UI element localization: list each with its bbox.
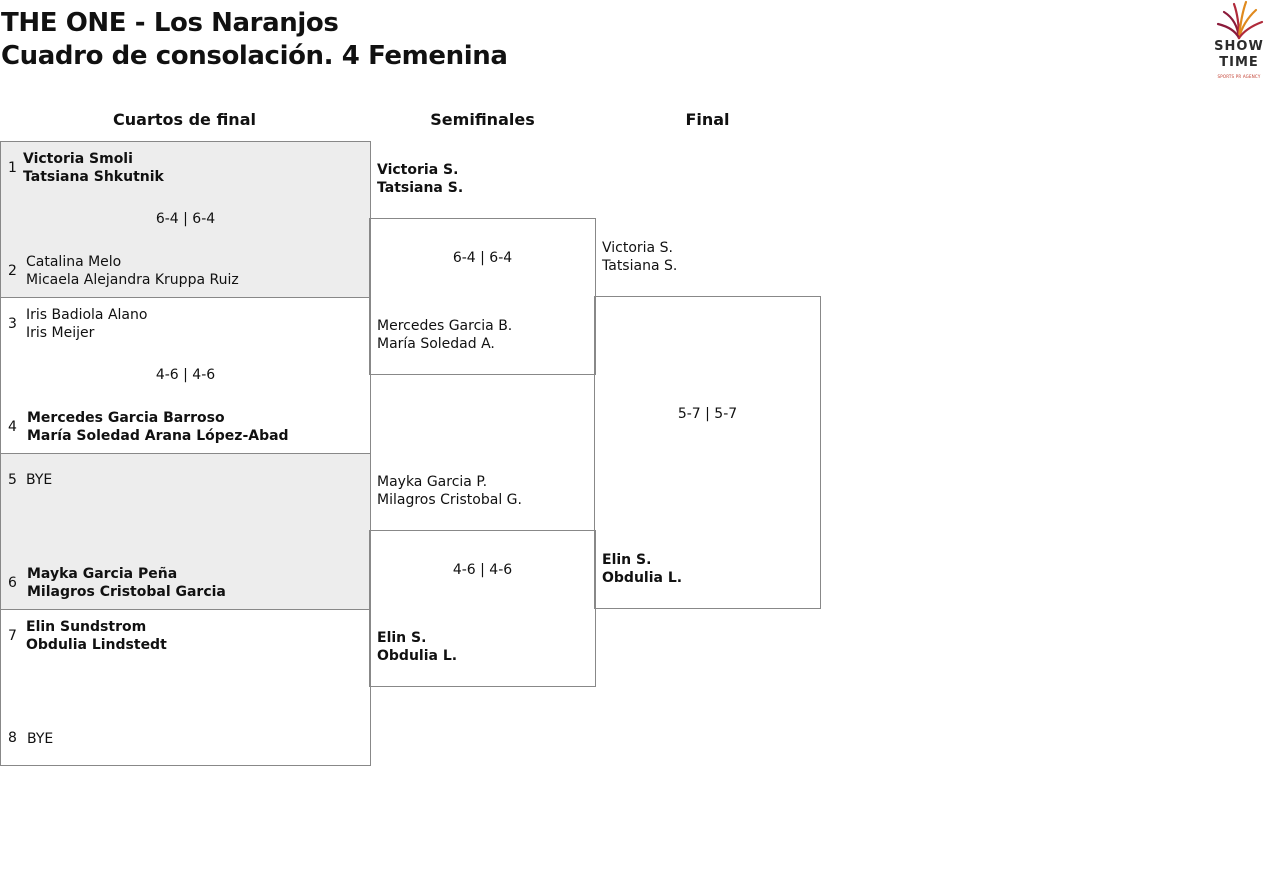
logo-word-time: TIME — [1219, 55, 1259, 70]
semifinal-entry: Mayka Garcia P. Milagros Cristobal G. — [377, 473, 522, 509]
seed-number: 3 — [8, 316, 17, 332]
final-match: 5-7 | 5-7 Elin S. Obdulia L. — [594, 296, 821, 609]
semifinal-match-2: 4-6 | 4-6 Elin S. Obdulia L. — [369, 530, 596, 687]
player-name: Elin Sundstrom — [26, 619, 147, 635]
match-score: 4-6 | 4-6 — [452, 562, 513, 578]
team-entry: BYE — [27, 730, 53, 748]
player-name: Milagros Cristobal Garcia — [27, 584, 226, 600]
player-name: Obdulia L. — [377, 648, 458, 664]
player-name: BYE — [27, 731, 54, 747]
seed-number: 8 — [8, 730, 17, 746]
team-entry: BYE — [26, 471, 52, 489]
team-entry: Iris Badiola Alano Iris Meijer — [26, 306, 147, 342]
quarterfinal-match-3: 5 BYE 6 Mayka Garcia Peña Milagros Crist… — [0, 453, 371, 610]
round-header-quarterfinals: Cuartos de final — [113, 110, 256, 129]
logo-tagline: SPORTS PR AGENCY — [1217, 74, 1261, 79]
match-score: 5-7 | 5-7 — [677, 406, 738, 422]
player-name: María Soledad A. — [377, 336, 495, 352]
seed-number: 1 — [8, 160, 17, 176]
round-header-final: Final — [685, 110, 730, 129]
player-name: Mayka Garcia Peña — [27, 566, 178, 582]
player-name: Elin S. — [602, 552, 652, 568]
semifinal-match-1: 6-4 | 6-4 Mercedes Garcia B. María Soled… — [369, 218, 596, 375]
player-name: Mercedes Garcia Barroso — [27, 410, 225, 426]
player-name: Mayka Garcia P. — [377, 474, 488, 490]
player-name: Obdulia Lindstedt — [26, 637, 167, 653]
player-name: Tatsiana Shkutnik — [23, 169, 164, 185]
team-entry: Mayka Garcia Peña Milagros Cristobal Gar… — [27, 565, 226, 601]
match-score: 6-4 | 6-4 — [155, 211, 216, 227]
player-name: Elin S. — [377, 630, 427, 646]
semifinal-entry: Victoria S. Tatsiana S. — [377, 161, 463, 197]
final-entry: Victoria S. Tatsiana S. — [602, 239, 677, 275]
seed-number: 2 — [8, 263, 17, 279]
player-name: Victoria Smoli — [23, 151, 133, 167]
player-name: Iris Badiola Alano — [26, 307, 148, 323]
player-name: Micaela Alejandra Kruppa Ruiz — [26, 272, 239, 288]
final-entry: Elin S. Obdulia L. — [602, 551, 682, 587]
quarterfinal-match-1: 1 Victoria Smoli Tatsiana Shkutnik 6-4 |… — [0, 141, 371, 298]
semifinal-entry: Mercedes Garcia B. María Soledad A. — [377, 317, 512, 353]
draw-subtitle: Cuadro de consolación. 4 Femenina — [1, 41, 508, 71]
round-header-semifinals: Semifinales — [430, 110, 535, 129]
seed-number: 6 — [8, 575, 17, 591]
team-entry: Elin Sundstrom Obdulia Lindstedt — [26, 618, 167, 654]
player-name: Tatsiana S. — [377, 180, 464, 196]
seed-number: 7 — [8, 628, 17, 644]
page-title: THE ONE - Los Naranjos — [1, 8, 339, 38]
seed-number: 4 — [8, 419, 17, 435]
showtime-logo: SHOW TIME SPORTS PR AGENCY — [1210, 0, 1268, 80]
player-name: Obdulia L. — [602, 570, 683, 586]
logo-word-show: SHOW — [1214, 39, 1264, 54]
quarterfinal-match-2: 3 Iris Badiola Alano Iris Meijer 4-6 | 4… — [0, 297, 371, 454]
semifinal-entry: Elin S. Obdulia L. — [377, 629, 457, 665]
player-name: Victoria S. — [377, 162, 459, 178]
team-entry: Victoria Smoli Tatsiana Shkutnik — [23, 150, 164, 186]
quarterfinal-match-4: 7 Elin Sundstrom Obdulia Lindstedt 8 BYE — [0, 609, 371, 766]
team-entry: Catalina Melo Micaela Alejandra Kruppa R… — [26, 253, 239, 289]
seed-number: 5 — [8, 472, 17, 488]
player-name: María Soledad Arana López-Abad — [27, 428, 289, 444]
player-name: Mercedes Garcia B. — [377, 318, 513, 334]
player-name: Victoria S. — [602, 240, 673, 256]
match-score: 4-6 | 4-6 — [155, 367, 216, 383]
fireworks-icon — [1216, 0, 1264, 40]
player-name: Tatsiana S. — [602, 258, 678, 274]
player-name: Catalina Melo — [26, 254, 122, 270]
player-name: Iris Meijer — [26, 325, 95, 341]
team-entry: Mercedes Garcia Barroso María Soledad Ar… — [27, 409, 289, 445]
match-score: 6-4 | 6-4 — [452, 250, 513, 266]
player-name: BYE — [26, 472, 53, 488]
player-name: Milagros Cristobal G. — [377, 492, 522, 508]
